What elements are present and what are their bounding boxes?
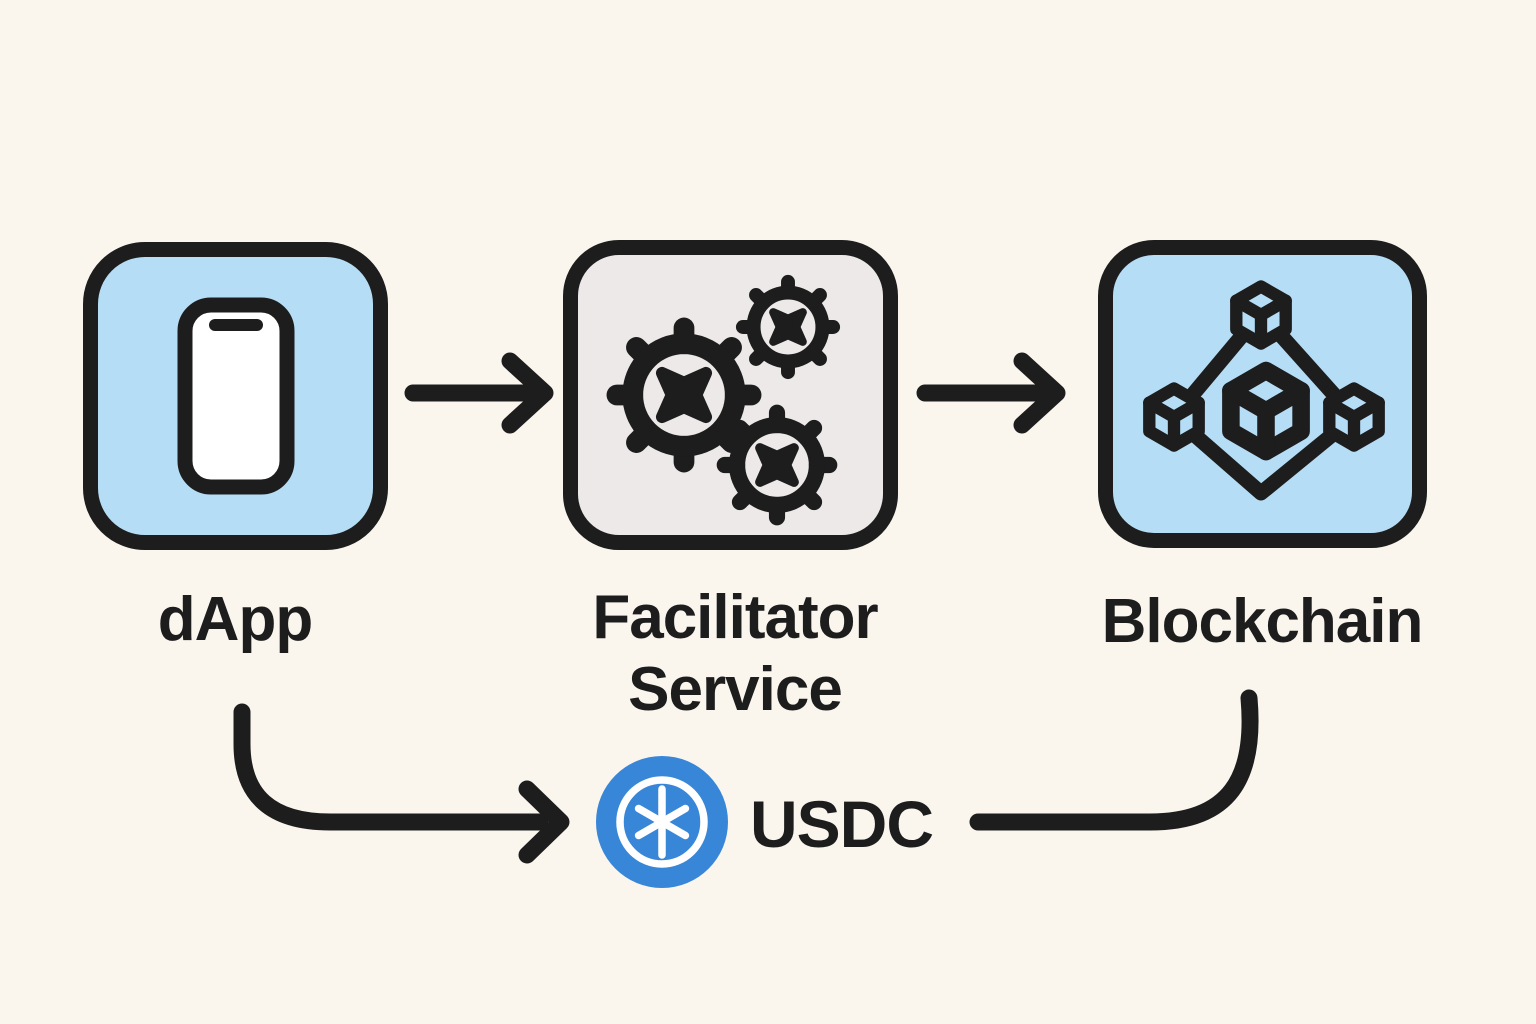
blockchain-cubes-icon bbox=[1118, 259, 1408, 501]
label-facilitator-service: Facilitator Service bbox=[535, 582, 935, 726]
label-facilitator-line1: Facilitator bbox=[592, 583, 878, 652]
label-blockchain-text: Blockchain bbox=[1101, 587, 1424, 656]
label-dapp: dApp bbox=[85, 584, 385, 656]
smartphone-icon bbox=[177, 297, 294, 495]
gears-icon bbox=[581, 255, 881, 535]
curved-line-usdc-to-blockchain bbox=[969, 689, 1259, 831]
node-facilitator-service bbox=[563, 240, 898, 550]
arrow-facilitator-to-blockchain-icon bbox=[916, 352, 1066, 434]
label-blockchain: Blockchain bbox=[1062, 586, 1462, 658]
usdc-flow-arrows bbox=[233, 689, 1259, 888]
node-blockchain bbox=[1098, 240, 1427, 548]
label-dapp-text: dApp bbox=[157, 585, 313, 654]
node-dapp bbox=[83, 242, 388, 550]
label-facilitator-line2: Service bbox=[628, 654, 843, 724]
arrow-dapp-to-facilitator-icon bbox=[404, 352, 554, 434]
label-usdc: USDC bbox=[750, 786, 934, 862]
curved-arrow-dapp-to-usdc-icon bbox=[233, 703, 570, 864]
label-usdc-text: USDC bbox=[750, 787, 934, 861]
usdc-coin-icon bbox=[596, 756, 728, 888]
